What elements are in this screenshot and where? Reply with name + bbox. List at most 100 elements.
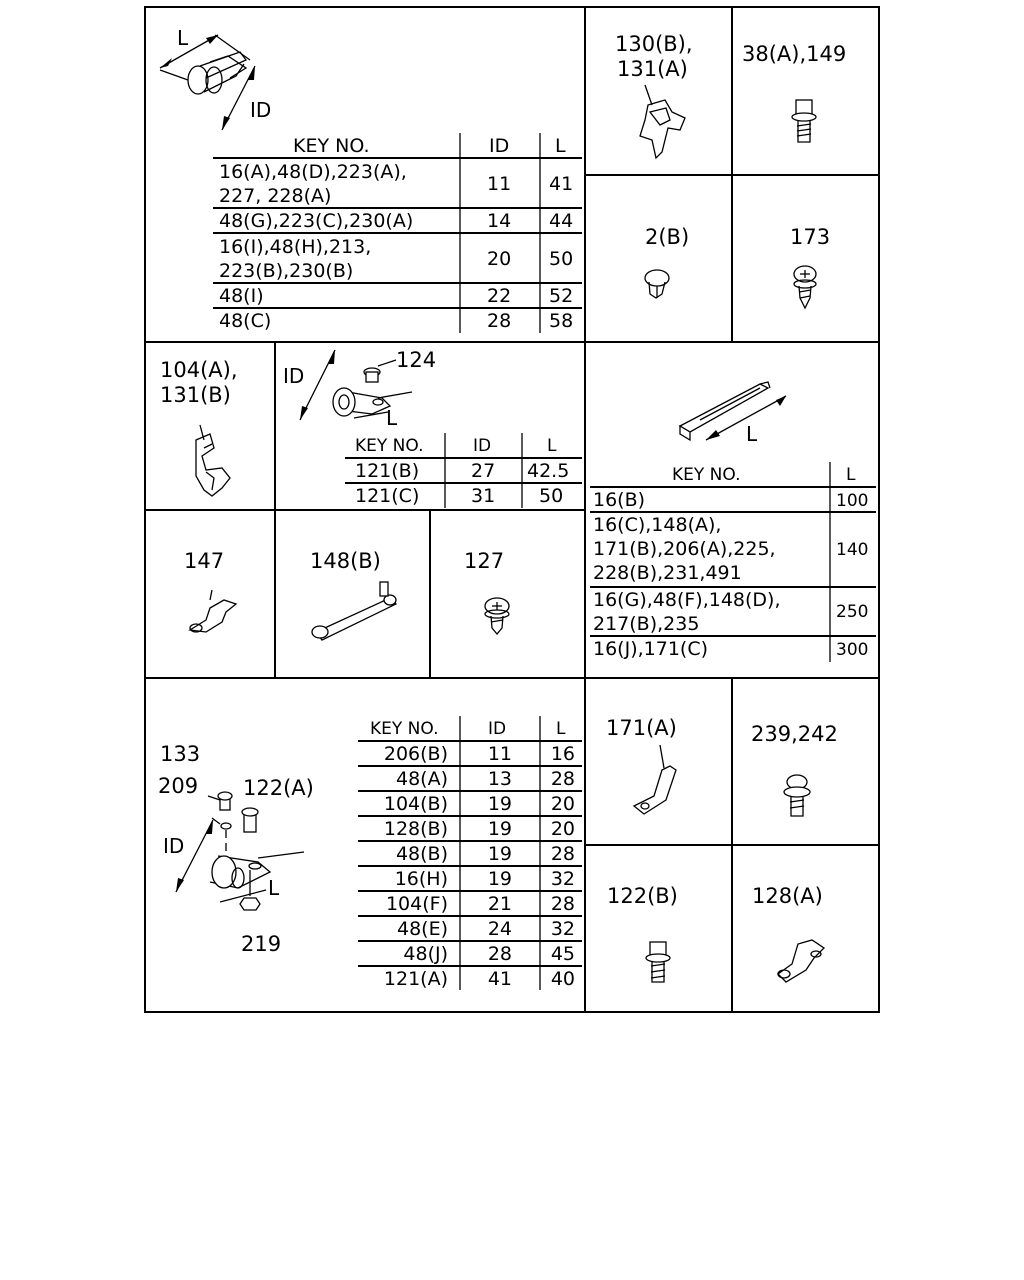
bolt-239-drawing bbox=[783, 774, 811, 817]
clamp-mid-row1-id: 27 bbox=[471, 460, 496, 482]
part-130b-label-a: 130(B), bbox=[615, 32, 693, 56]
clamp-bottom-row-id: 24 bbox=[487, 918, 512, 940]
clamp-top-row3-key-b: 223(B),230(B) bbox=[219, 260, 354, 282]
clamp-top-row1-l: 41 bbox=[549, 173, 574, 195]
plug-2b-drawing bbox=[644, 269, 670, 299]
clamp-top-row4-key: 48(I) bbox=[219, 285, 264, 307]
clamp-bottom-row-key: 206(B) bbox=[383, 743, 448, 765]
clamp-top-row3-l: 50 bbox=[549, 248, 574, 270]
clamp-top-dim-id: ID bbox=[250, 98, 272, 122]
clamp-bottom-row-key: 48(A) bbox=[396, 768, 448, 790]
cable-tie-drawing bbox=[678, 381, 787, 442]
clamp-bottom-bolt-label: 122(A) bbox=[243, 776, 314, 800]
clamp-bottom-row-id: 19 bbox=[487, 818, 512, 840]
clamp-bottom-row-id: 21 bbox=[487, 893, 512, 915]
clamp-bottom-washer-label: 209 bbox=[158, 774, 199, 798]
clamp-bottom-nut-label: 219 bbox=[241, 932, 282, 956]
part-239-label: 239,242 bbox=[751, 722, 838, 746]
clamp-top-row4-id: 22 bbox=[487, 285, 512, 307]
clamp-bottom-row-key: 128(B) bbox=[383, 818, 448, 840]
tie-header-l: L bbox=[846, 465, 856, 485]
clamp-bottom-row-l: 20 bbox=[550, 818, 575, 840]
clamp-bottom-row-key: 121(A) bbox=[383, 968, 448, 990]
rod-148b-drawing bbox=[311, 581, 398, 641]
saddle-128a-drawing bbox=[776, 939, 826, 983]
clamp-bottom-header-key: KEY NO. bbox=[370, 719, 439, 739]
clamp-mid-row2-key: 121(C) bbox=[355, 485, 420, 507]
part-128a-label: 128(A) bbox=[752, 884, 823, 908]
bracket-171a-drawing bbox=[632, 744, 677, 815]
clamp-bottom-row-id: 19 bbox=[487, 868, 512, 890]
tie-row3-key-a: 16(G),48(F),148(D), bbox=[593, 589, 781, 611]
part-171a-label: 171(A) bbox=[606, 716, 677, 740]
tie-dim-l: L bbox=[746, 422, 758, 446]
clamp-mid-row2-l: 50 bbox=[539, 485, 564, 507]
clamp-bottom-dim-l: L bbox=[268, 876, 280, 900]
clamp-top-table-grid bbox=[213, 133, 582, 333]
clamp-bottom-header-id: ID bbox=[488, 719, 507, 739]
clamp-top-row3-id: 20 bbox=[487, 248, 512, 270]
clamp-mid-row1-l: 42.5 bbox=[527, 460, 570, 482]
clamp-bottom-table-grid bbox=[358, 716, 582, 990]
clamp-bottom-row-key: 104(F) bbox=[385, 893, 448, 915]
clamp-bottom-row-l: 40 bbox=[550, 968, 575, 990]
clamp-top-dim-l: L bbox=[177, 26, 189, 50]
part-122b-label: 122(B) bbox=[607, 884, 678, 908]
clamp-top-row2-l: 44 bbox=[549, 210, 574, 232]
tie-row2-key-b: 171(B),206(A),225, bbox=[593, 538, 776, 560]
clamp-bottom-row-key: 48(J) bbox=[403, 943, 448, 965]
clamp-mid-header-key: KEY NO. bbox=[355, 436, 424, 456]
clamp-top-row4-l: 52 bbox=[549, 285, 574, 307]
clamp-bottom-row-id: 28 bbox=[487, 943, 512, 965]
clamp-top-row1-key-a: 16(A),48(D),223(A), bbox=[219, 161, 407, 183]
bracket-147-drawing bbox=[188, 589, 238, 633]
clamp-mid-row2-id: 31 bbox=[471, 485, 496, 507]
bolt-122b-drawing bbox=[645, 941, 671, 983]
clamp-top-header-key: KEY NO. bbox=[293, 135, 370, 157]
clamp-bottom-drawing bbox=[175, 791, 305, 911]
part-127-label: 127 bbox=[464, 549, 505, 573]
clamp-bottom-row-l: 28 bbox=[550, 893, 575, 915]
part-104a-label-b: 131(B) bbox=[160, 383, 231, 407]
part-130b-label-b: 131(A) bbox=[617, 57, 688, 81]
clamp-bottom-row-id: 13 bbox=[487, 768, 512, 790]
tie-row3-l: 250 bbox=[836, 602, 869, 622]
part-173-label: 173 bbox=[790, 225, 831, 249]
clamp-bottom-row-l: 32 bbox=[550, 918, 575, 940]
clamp-mid-dim-l: L bbox=[386, 406, 398, 430]
tie-row4-key: 16(J),171(C) bbox=[593, 638, 709, 660]
clamp-bottom-row-id: 19 bbox=[487, 793, 512, 815]
clamp-top-row1-id: 11 bbox=[487, 173, 512, 195]
clamp-mid-header-l: L bbox=[547, 436, 557, 456]
clamp-mid-header-id: ID bbox=[473, 436, 492, 456]
clamp-top-header-l: L bbox=[555, 135, 566, 157]
clamp-top-row3-key-a: 16(I),48(H),213, bbox=[219, 236, 372, 258]
clamp-top-row2-id: 14 bbox=[487, 210, 512, 232]
clamp-mid-screw-label: 124 bbox=[396, 348, 437, 372]
tie-row2-l: 140 bbox=[836, 540, 869, 560]
bolt-38a-drawing bbox=[791, 99, 817, 143]
clamp-bottom-row-id: 11 bbox=[487, 743, 512, 765]
part-104a-label-a: 104(A), bbox=[160, 358, 238, 382]
clamp-bottom-row-key: 48(B) bbox=[395, 843, 448, 865]
clamp-mid-row1-key: 121(B) bbox=[355, 460, 420, 482]
tie-header-key: KEY NO. bbox=[672, 465, 741, 485]
tie-table-grid bbox=[590, 462, 876, 662]
clamp-top-row5-id: 28 bbox=[487, 310, 512, 332]
clamp-bottom-row-l: 28 bbox=[550, 768, 575, 790]
clamp-bottom-screw-label: 133 bbox=[160, 742, 201, 766]
clamp-bottom-header-l: L bbox=[556, 719, 566, 739]
part-2b-label: 2(B) bbox=[645, 225, 690, 249]
tie-row2-key-c: 228(B),231,491 bbox=[593, 562, 742, 584]
clamp-bottom-row-key: 48(E) bbox=[396, 918, 448, 940]
clamp-bottom-row-id: 19 bbox=[487, 843, 512, 865]
clamp-bottom-row-key: 104(B) bbox=[383, 793, 448, 815]
clamp-bottom-row-l: 28 bbox=[550, 843, 575, 865]
part-147-label: 147 bbox=[184, 549, 225, 573]
clamp-bottom-row-key: 16(H) bbox=[394, 868, 448, 890]
screw-127-drawing bbox=[484, 597, 510, 636]
clip-104a-drawing bbox=[195, 424, 231, 497]
tie-row3-key-b: 217(B),235 bbox=[593, 613, 700, 635]
clamp-top-header-id: ID bbox=[489, 135, 510, 157]
